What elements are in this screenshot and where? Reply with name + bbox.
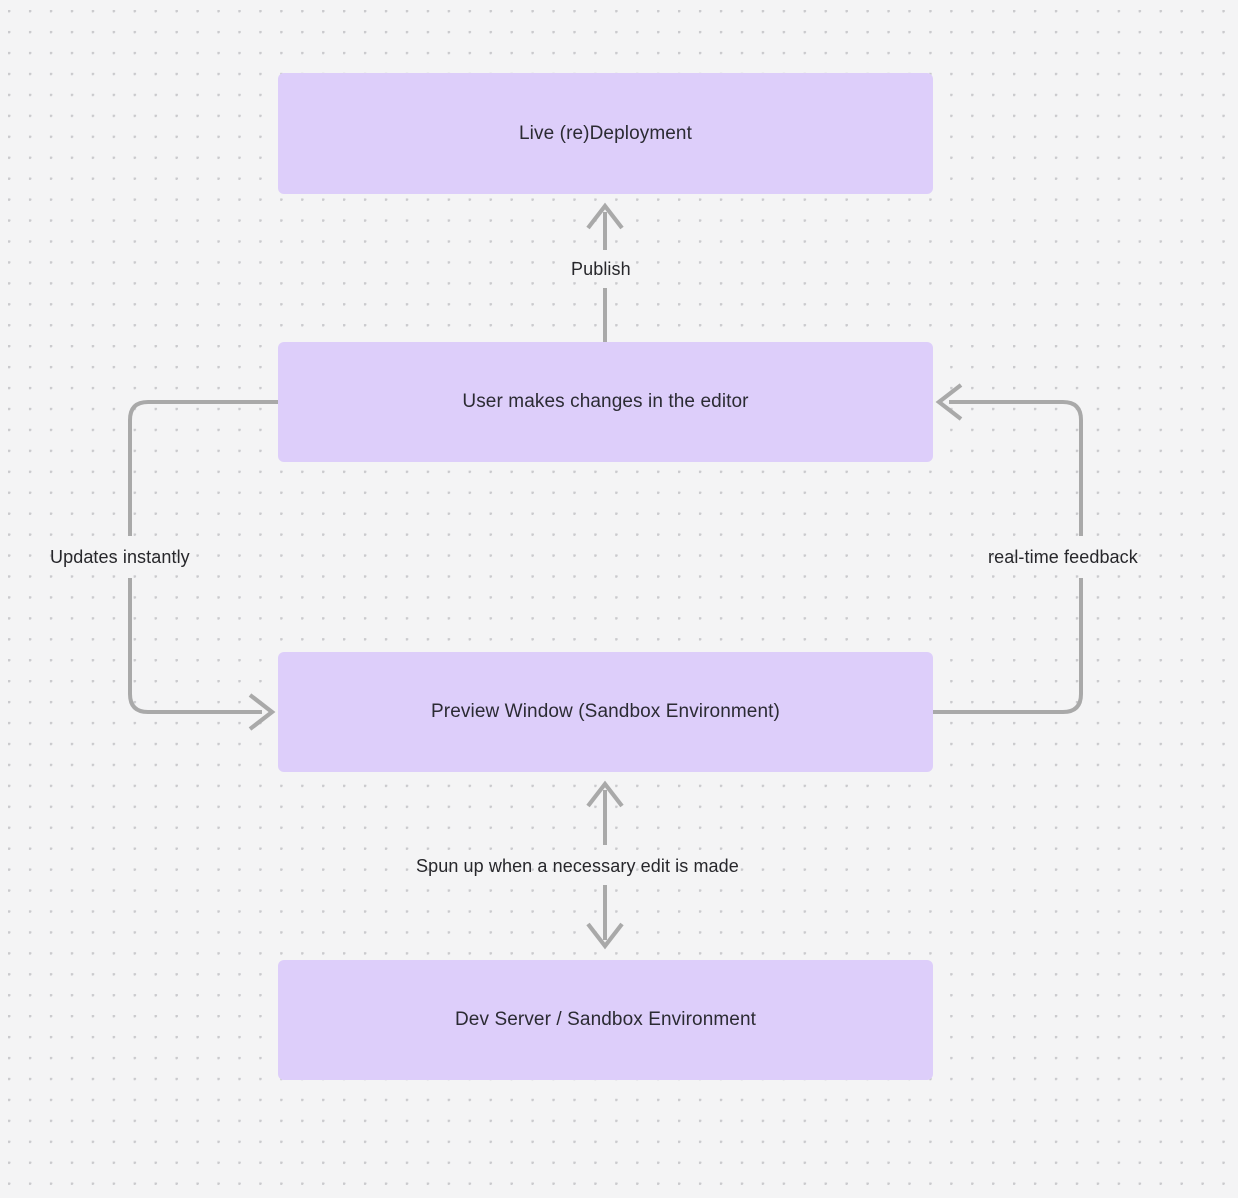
node-preview-window-label: Preview Window (Sandbox Environment) <box>431 701 780 723</box>
edge-spun-arrowhead-down <box>586 922 624 950</box>
edge-feedback-upper-segment <box>949 400 1083 536</box>
edge-label-real-time-feedback: real-time feedback <box>988 547 1138 567</box>
node-user-edits[interactable]: User makes changes in the editor <box>278 342 933 462</box>
edge-label-updates-instantly: Updates instantly <box>50 547 190 567</box>
edge-updates-upper-segment <box>128 400 278 536</box>
edge-feedback-lower-segment <box>933 578 1083 714</box>
node-live-deployment-label: Live (re)Deployment <box>519 122 692 144</box>
edge-updates-arrowhead-right <box>248 693 276 731</box>
edge-spun-arrowhead-up <box>586 780 624 808</box>
edge-feedback-arrowhead-left <box>935 383 963 421</box>
node-live-deployment[interactable]: Live (re)Deployment <box>278 73 933 194</box>
node-preview-window[interactable]: Preview Window (Sandbox Environment) <box>278 652 933 772</box>
edge-publish-arrowhead-up <box>586 202 624 230</box>
edge-label-spun-up: Spun up when a necessary edit is made <box>416 856 739 876</box>
edge-updates-lower-segment <box>128 578 262 714</box>
node-user-edits-label: User makes changes in the editor <box>462 391 749 413</box>
node-dev-server-label: Dev Server / Sandbox Environment <box>454 1009 756 1031</box>
node-dev-server[interactable]: Dev Server / Sandbox Environment <box>278 960 933 1080</box>
edge-label-publish: Publish <box>571 259 631 279</box>
